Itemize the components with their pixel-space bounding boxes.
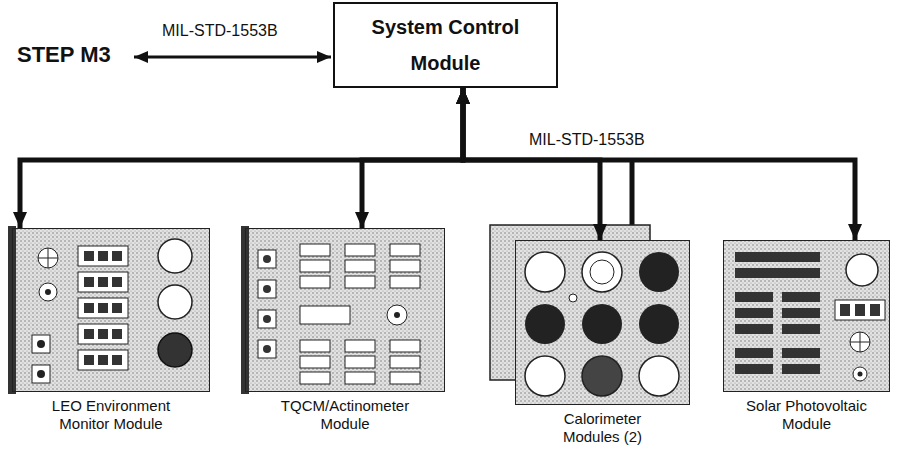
aperture xyxy=(387,305,407,325)
sensor-slots xyxy=(78,246,128,370)
sensor-slot xyxy=(835,300,885,320)
calorimeter xyxy=(582,252,622,292)
sensor-slots xyxy=(300,244,420,384)
square-icon xyxy=(37,370,45,378)
module-label: LEO Environment Monitor Module xyxy=(34,397,188,433)
calorimeter xyxy=(639,356,679,396)
panel-face xyxy=(12,228,210,392)
sensor-slot-marks xyxy=(840,304,880,316)
solar-panel-art xyxy=(723,240,890,392)
aperture xyxy=(394,312,400,318)
small-ports xyxy=(258,250,276,358)
bus-connector xyxy=(362,88,463,228)
box-title: System Control Module xyxy=(361,9,531,81)
leo-panel-art xyxy=(8,226,210,394)
aperture xyxy=(158,239,192,273)
module-panel: Calorimeter Modules (2) xyxy=(515,240,690,405)
system-name: STEP M3 xyxy=(15,42,113,68)
square-icon xyxy=(32,365,50,383)
panel-face xyxy=(245,228,445,392)
small-port-dots xyxy=(263,255,271,353)
module-panel: TQCM/Actinometer Module xyxy=(245,228,445,392)
calorimeter-dark xyxy=(582,304,622,344)
calorimeter-dark xyxy=(639,304,679,344)
module-panel: LEO Environment Monitor Module xyxy=(12,228,210,392)
control-module-box: System Control Module xyxy=(333,2,558,88)
connector-icon xyxy=(853,367,867,381)
calorimeter-dark xyxy=(525,304,565,344)
calorimeter xyxy=(590,260,614,284)
connector-icon xyxy=(850,332,870,352)
aperture xyxy=(846,254,878,286)
connector-icon xyxy=(38,248,58,268)
connector-icon xyxy=(38,248,58,268)
aperture-dark xyxy=(158,333,192,367)
square-icon xyxy=(37,340,45,348)
solar-cells xyxy=(735,252,820,374)
bus-label: MIL-STD-1553B xyxy=(160,22,280,40)
aperture xyxy=(158,285,192,319)
bus-connector xyxy=(463,88,600,240)
connector-icon xyxy=(850,332,870,352)
bus-connector xyxy=(463,88,855,240)
small-port xyxy=(569,294,577,302)
module-label: TQCM/Actinometer Module xyxy=(268,397,422,433)
bus-connector xyxy=(20,88,463,228)
calorimeter xyxy=(525,252,565,292)
connector-icon xyxy=(39,283,57,301)
module-label: Solar Photovoltaic Module xyxy=(732,397,881,433)
square-icon xyxy=(32,335,50,353)
connector-icon xyxy=(858,372,863,377)
calorimeter-panel-art xyxy=(490,225,690,405)
bus-label: MIL-STD-1553B xyxy=(527,131,647,149)
bus-link xyxy=(134,56,331,59)
panel-face xyxy=(515,240,690,405)
sensor-slot-marks xyxy=(84,251,122,365)
module-label: Calorimeter Modules (2) xyxy=(548,410,657,446)
calorimeter xyxy=(525,356,565,396)
calorimeter-dark xyxy=(639,252,679,292)
connector-icon xyxy=(45,289,51,295)
panel-face xyxy=(723,240,890,392)
tqcm-panel-art xyxy=(241,226,445,394)
module-panel: Solar Photovoltaic Module xyxy=(723,240,890,392)
calorimeter-dark xyxy=(582,356,622,396)
